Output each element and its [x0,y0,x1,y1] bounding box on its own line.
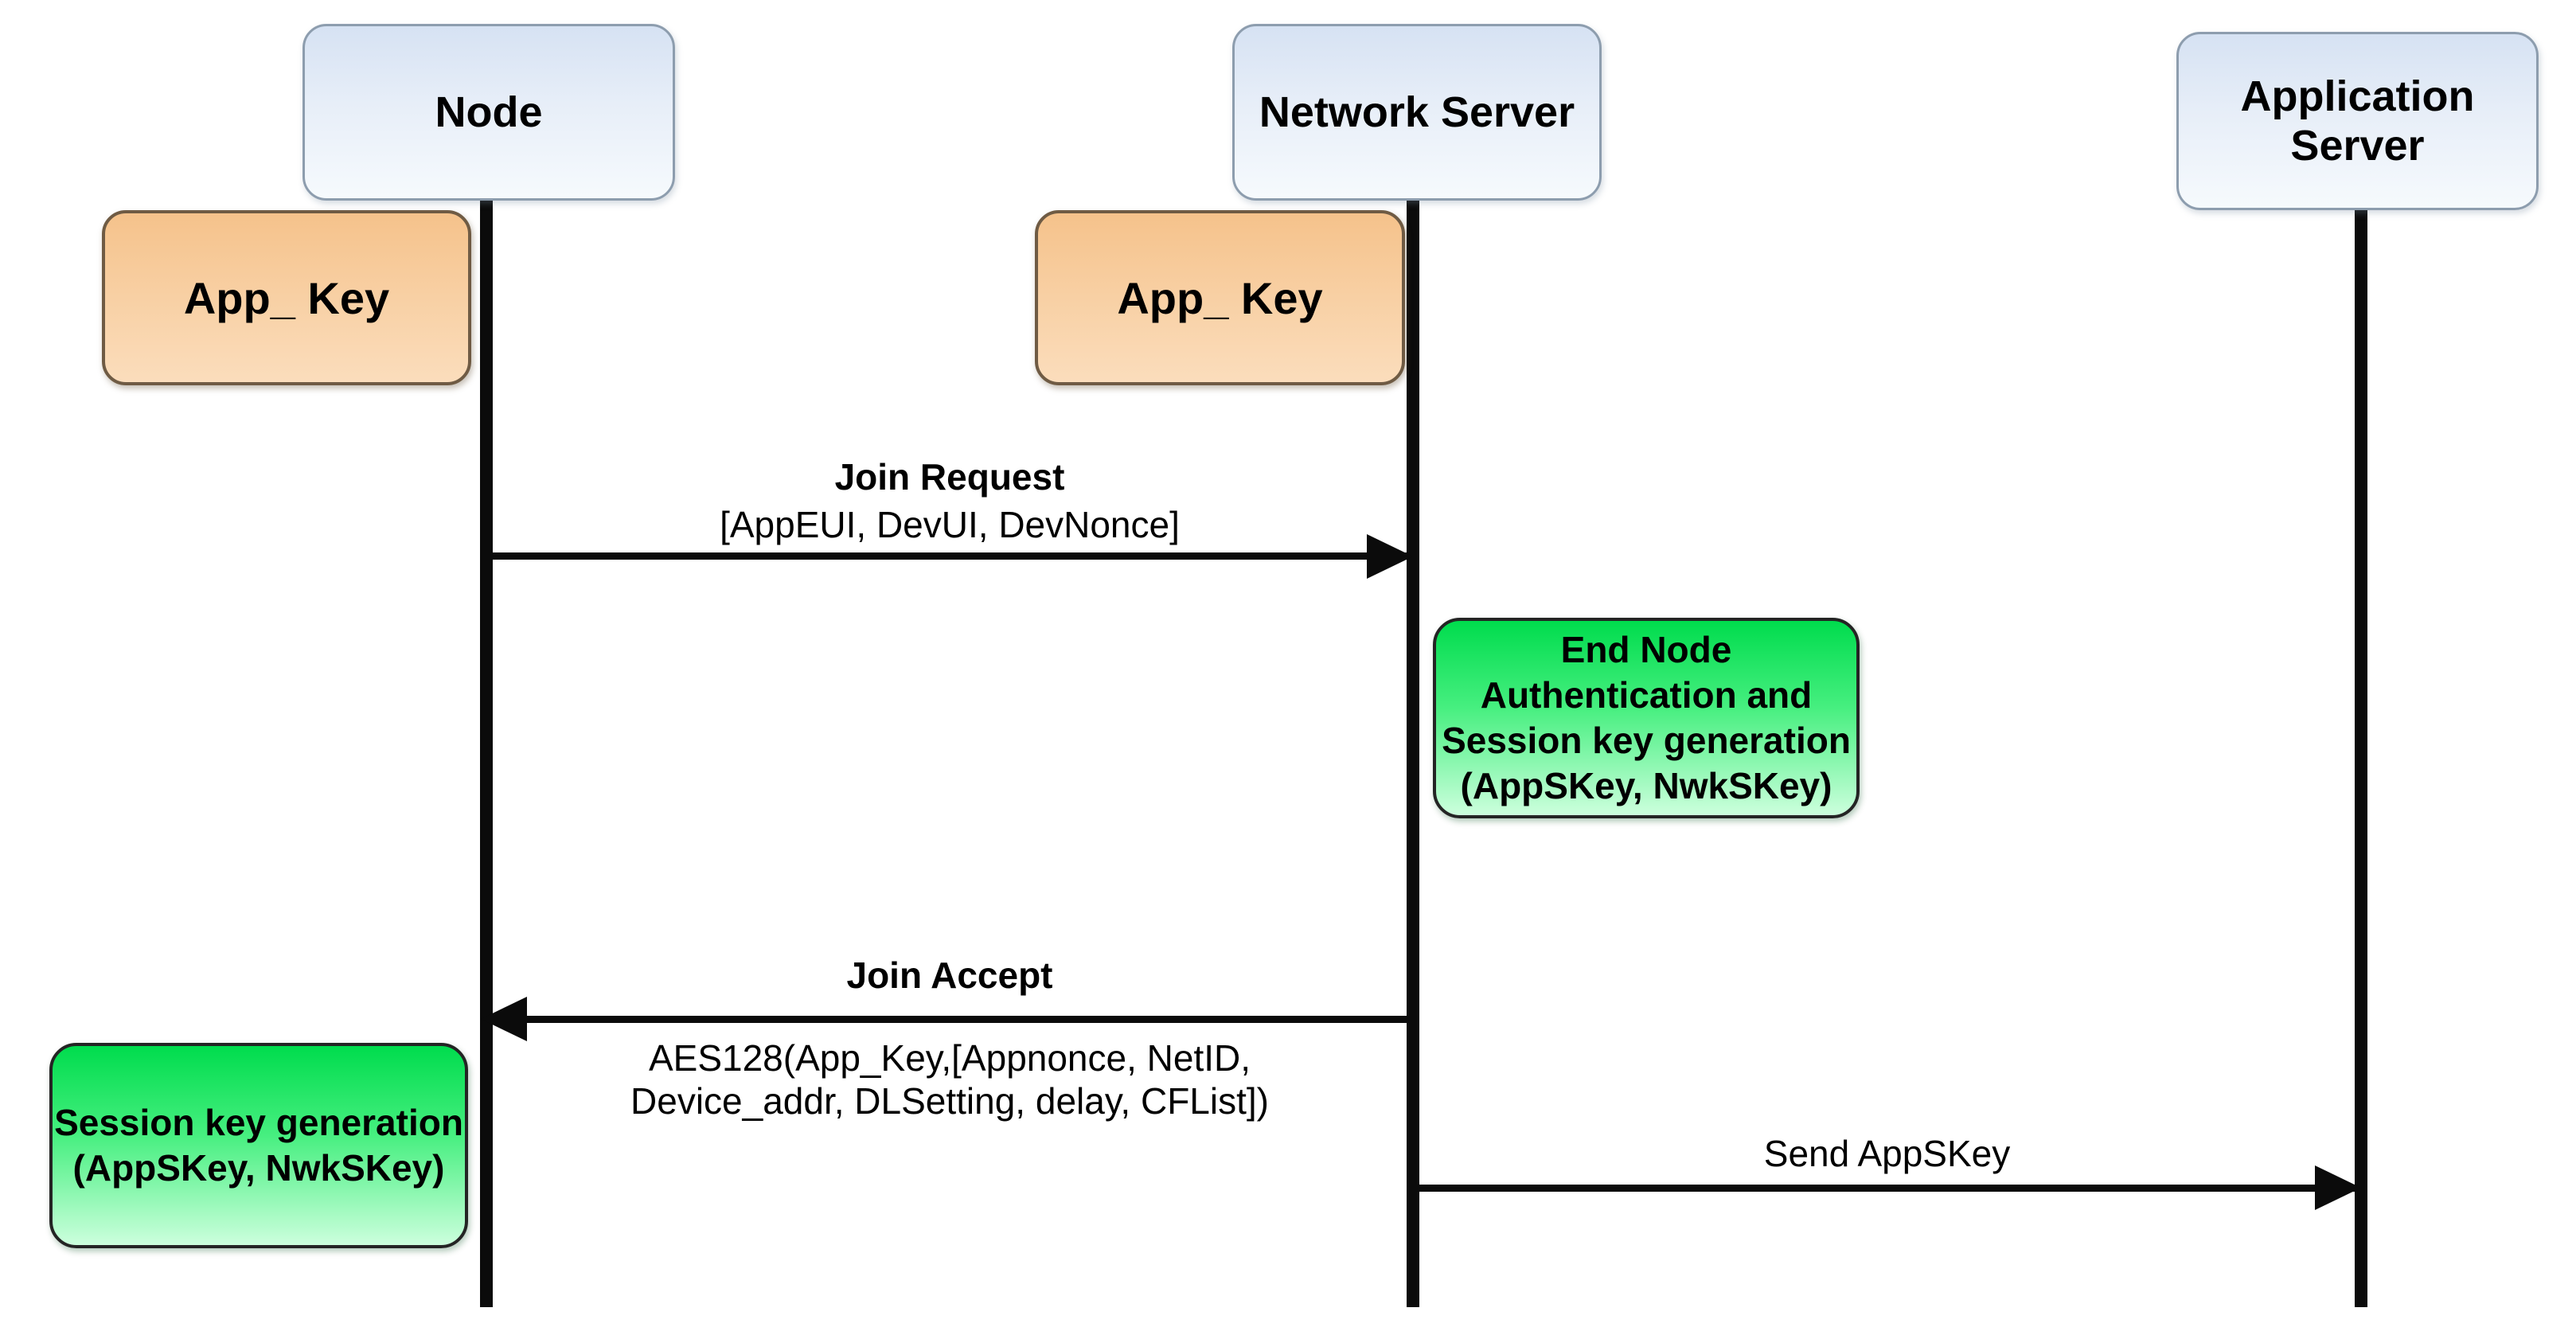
lifeline-application-server [2355,209,2367,1307]
key-box-node-app-key: App_ Key [102,210,471,385]
message-title-join-accept: Join Accept [846,954,1053,996]
key-box-network-server-app-key: App_ Key [1035,210,1405,385]
lifeline-network-server [1407,199,1419,1307]
lifeline-node [480,199,493,1307]
process-box-session-key-generation: Session key generation (AppSKey, NwkSKey… [49,1043,468,1248]
arrow-line-join-accept [490,1016,1410,1023]
arrow-line-send-appskey [1413,1185,2356,1192]
actor-box-network-server: Network Server [1232,24,1602,201]
message-title-send-appskey: Send AppSKey [1763,1133,2011,1174]
key-label-network-server: App_ Key [1117,272,1323,323]
actor-box-node: Node [302,24,675,201]
process-box-end-node-authentication: End Node Authentication and Session key … [1433,618,1860,818]
arrowhead-right-icon [1367,534,1413,579]
actor-label-network-server: Network Server [1259,88,1575,136]
message-subtitle-join-accept: AES128(App_Key,[Appnonce, NetID, Device_… [630,1037,1269,1122]
key-label-node: App_ Key [183,272,390,323]
message-title-join-request: Join Request [834,456,1065,498]
arrow-line-join-request [486,552,1410,560]
message-subtitle-join-request: [AppEUI, DevUI, DevNonce] [720,504,1180,545]
arrowhead-left-icon [481,997,527,1041]
actor-label-node: Node [435,88,543,136]
arrowhead-right-icon [2315,1165,2361,1210]
process-label-end-node-authentication: End Node Authentication and Session key … [1442,628,1851,807]
process-label-session-key-generation: Session key generation (AppSKey, NwkSKey… [54,1101,463,1189]
actor-box-application-server: Application Server [2176,32,2539,210]
actor-label-application-server: Application Server [2240,72,2475,170]
